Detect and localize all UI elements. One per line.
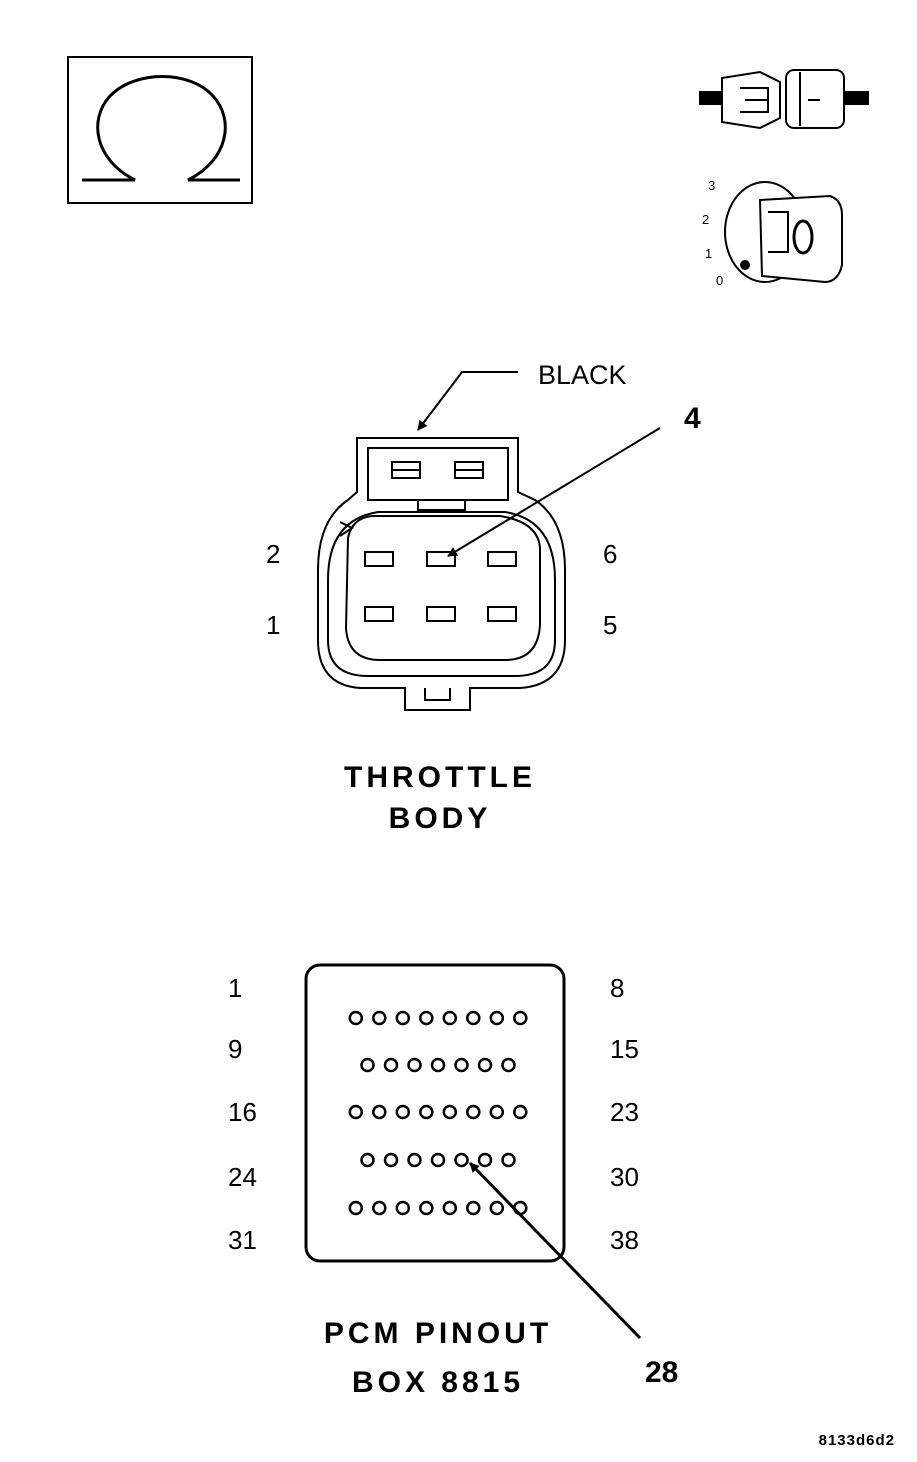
pcm-pin <box>501 1152 516 1168</box>
pcm-pin <box>348 1010 364 1026</box>
pin-callout-arrow <box>447 427 661 557</box>
pcm-pin <box>513 1104 528 1120</box>
pcm-pin <box>395 1104 411 1120</box>
pcm-pin <box>489 1200 505 1216</box>
wire-color-label: BLACK <box>538 360 627 390</box>
pcm-pin <box>348 1104 364 1120</box>
pcm-pin <box>360 1152 375 1168</box>
pcm-pin <box>372 1200 387 1216</box>
pin-callout-arrow <box>468 1161 642 1340</box>
pcm-pin <box>501 1057 516 1073</box>
pin-number-label: 6 <box>603 539 617 569</box>
pcm-pin <box>419 1104 434 1120</box>
pcm-pin <box>466 1200 481 1216</box>
pcm-row-end-label: 15 <box>610 1034 639 1064</box>
svg-text:1: 1 <box>705 246 712 261</box>
pcm-pin <box>419 1200 434 1216</box>
pcm-row-end-label: 30 <box>610 1162 639 1192</box>
pcm-row-start-label: 9 <box>228 1034 242 1064</box>
svg-text:0: 0 <box>716 273 723 288</box>
connector-title: BOX 8815 <box>352 1366 524 1399</box>
pin-number-label: 5 <box>603 610 617 640</box>
figure-id: 8133d6d2 <box>819 1432 895 1449</box>
pcm-pin <box>372 1104 387 1120</box>
throttle-body-connector: BLACK 4 2 1 6 5 THROTTLE BODY <box>266 360 701 835</box>
pcm-pin <box>407 1152 422 1168</box>
pcm-row-end-label: 23 <box>610 1097 639 1127</box>
pcm-pin <box>442 1104 458 1120</box>
connector-title: PCM PINOUT <box>324 1317 552 1350</box>
pcm-pin <box>383 1057 399 1073</box>
pin-cavity <box>364 606 394 622</box>
svg-text:2: 2 <box>702 212 709 227</box>
pcm-pin <box>454 1152 469 1168</box>
ohmmeter-icon <box>67 56 253 204</box>
connector-title: THROTTLE <box>344 761 536 794</box>
pcm-row-start-label: 24 <box>228 1162 257 1192</box>
pin-callout-label: 4 <box>684 402 701 435</box>
pcm-pin <box>430 1152 446 1168</box>
pcm-pin <box>442 1200 458 1216</box>
pcm-pin <box>348 1200 364 1216</box>
pcm-pin <box>395 1200 411 1216</box>
pcm-pin <box>454 1057 469 1073</box>
pin-number-label: 2 <box>266 539 280 569</box>
disconnected-connector-icon <box>699 69 869 130</box>
pcm-pin <box>466 1010 481 1026</box>
pcm-row-start-label: 1 <box>228 973 242 1003</box>
pcm-pin <box>513 1010 528 1026</box>
pcm-pin <box>360 1057 375 1073</box>
wire-color-leader <box>417 371 518 431</box>
pcm-row-end-label: 38 <box>610 1225 639 1255</box>
pcm-pin <box>477 1057 493 1073</box>
pin-cavity <box>487 551 517 567</box>
pcm-pin <box>383 1152 399 1168</box>
pin-cavity <box>487 606 517 622</box>
pcm-pin <box>430 1057 446 1073</box>
svg-text:3: 3 <box>708 178 715 193</box>
pcm-pin <box>489 1104 505 1120</box>
pcm-pin <box>419 1010 434 1026</box>
pcm-row-start-label: 31 <box>228 1225 257 1255</box>
pcm-pin <box>372 1010 387 1026</box>
pin-callout-label: 28 <box>645 1356 678 1389</box>
pcm-pin <box>477 1152 493 1168</box>
pcm-pin <box>407 1057 422 1073</box>
ignition-key-icon: 3 2 1 0 <box>702 178 843 288</box>
pcm-pin <box>442 1010 458 1026</box>
pcm-pin <box>489 1010 505 1026</box>
pin-cavity <box>364 551 394 567</box>
connector-title: BODY <box>389 802 492 835</box>
pin-cavity <box>426 606 456 622</box>
pcm-pin <box>395 1010 411 1026</box>
pcm-pin <box>466 1104 481 1120</box>
pin-number-label: 1 <box>266 610 280 640</box>
pcm-row-end-label: 8 <box>610 973 624 1003</box>
pcm-row-start-label: 16 <box>228 1097 257 1127</box>
pcm-pinout-box: 1 8 9 15 16 23 24 30 31 38 28 PCM PINOUT BOX 8815 <box>228 963 678 1399</box>
